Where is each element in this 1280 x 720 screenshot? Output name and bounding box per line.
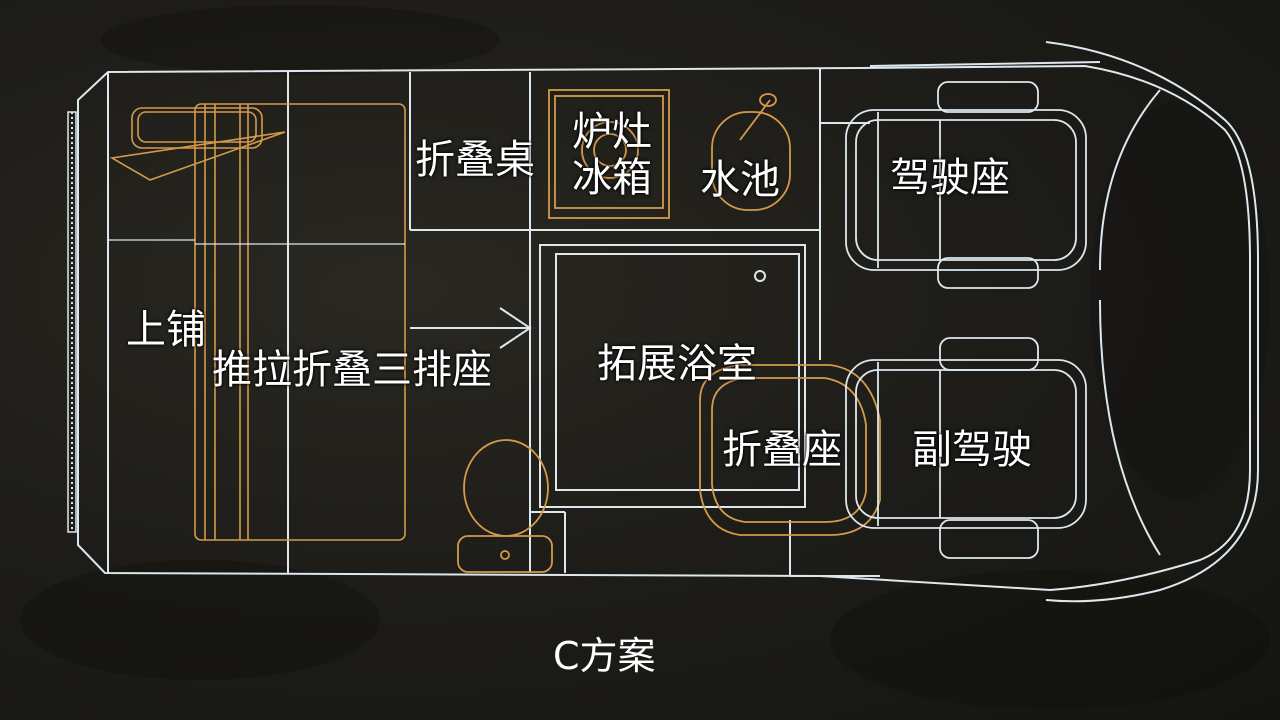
label-folding-table: 折叠桌 xyxy=(415,137,535,183)
driver-seat-shape xyxy=(845,81,1087,289)
sink-shape xyxy=(711,93,791,211)
stove-fridge xyxy=(548,89,670,219)
label-fridge: 冰箱 xyxy=(572,155,652,201)
passenger-seat-shape xyxy=(845,337,1087,559)
bunk-and-seat xyxy=(109,103,406,541)
vehicle-outline xyxy=(67,41,1259,603)
background-texture xyxy=(20,5,1270,710)
label-folding-seat: 折叠座 xyxy=(722,427,842,473)
label-passenger-seat: 副驾驶 xyxy=(912,427,1032,473)
label-driver-seat: 驾驶座 xyxy=(890,155,1010,201)
label-sink: 水池 xyxy=(700,157,780,203)
grid-lines xyxy=(108,239,405,245)
toilet-shape xyxy=(457,439,553,573)
label-upper-bunk: 上铺 xyxy=(126,307,206,353)
plan-caption: C方案 xyxy=(553,634,656,678)
interior-walls xyxy=(287,68,880,577)
folding-seat-shape xyxy=(699,364,881,536)
label-stove: 炉灶 xyxy=(572,109,652,155)
label-sliding-seat: 推拉折叠三排座 xyxy=(212,347,492,393)
label-bathroom: 拓展浴室 xyxy=(597,341,757,387)
